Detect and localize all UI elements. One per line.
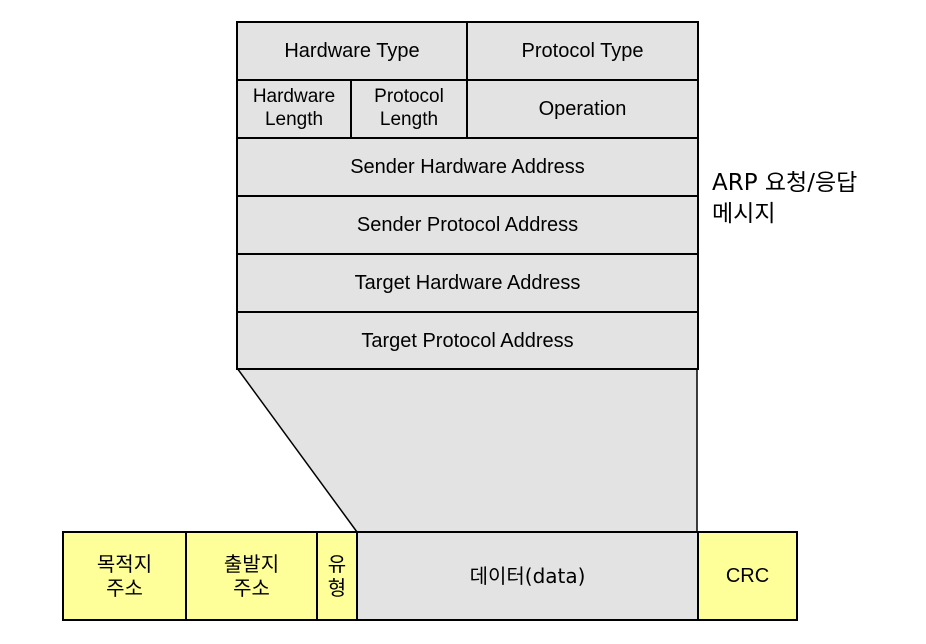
connector-left-line (236, 367, 358, 533)
data-field: 데이터(data) (356, 531, 699, 621)
sender-hardware-address-field: Sender Hardware Address (236, 137, 699, 197)
crc-label: CRC (725, 565, 770, 587)
protocol-length-field: Protocol Length (350, 79, 468, 139)
source-address-line2: 주소 (233, 576, 270, 600)
target-hardware-address-field: Target Hardware Address (236, 253, 699, 313)
arp-message-caption-line2: 메시지 (712, 201, 776, 228)
type-line1: 유 (327, 552, 347, 576)
sender-protocol-address-label: Sender Protocol Address (356, 214, 579, 236)
destination-address-field: 목적지 주소 (62, 531, 187, 621)
hardware-length-field: Hardware Length (236, 79, 352, 139)
type-field: 유 형 (316, 531, 358, 621)
destination-address-line1: 목적지 (96, 552, 153, 576)
source-address-line1: 출발지 (223, 552, 280, 576)
protocol-type-label: Protocol Type (521, 40, 644, 62)
protocol-length-label-line1: Protocol (374, 86, 444, 108)
sender-protocol-address-field: Sender Protocol Address (236, 195, 699, 255)
target-hardware-address-label: Target Hardware Address (354, 272, 581, 294)
hardware-length-label-line1: Hardware (252, 86, 336, 108)
source-address-field: 출발지 주소 (185, 531, 318, 621)
crc-field: CRC (697, 531, 798, 621)
arp-message-caption: ARP 요청/응답 메시지 (712, 168, 857, 230)
operation-field: Operation (466, 79, 699, 139)
target-protocol-address-label: Target Protocol Address (361, 329, 574, 352)
target-protocol-address-field: Target Protocol Address (236, 311, 699, 370)
hardware-type-field: Hardware Type (236, 21, 468, 81)
hardware-type-label: Hardware Type (284, 40, 420, 62)
sender-hardware-address-label: Sender Hardware Address (350, 156, 585, 178)
type-line2: 형 (327, 576, 347, 600)
connector-fill (237, 368, 697, 532)
operation-label: Operation (538, 98, 627, 120)
data-label: 데이터(data) (469, 564, 586, 588)
protocol-length-label-line2: Length (379, 109, 439, 130)
arp-message-caption-line1: ARP 요청/응답 (712, 170, 858, 196)
destination-address-line2: 주소 (106, 576, 143, 600)
hardware-length-label-line2: Length (264, 109, 324, 130)
protocol-type-field: Protocol Type (466, 21, 699, 81)
